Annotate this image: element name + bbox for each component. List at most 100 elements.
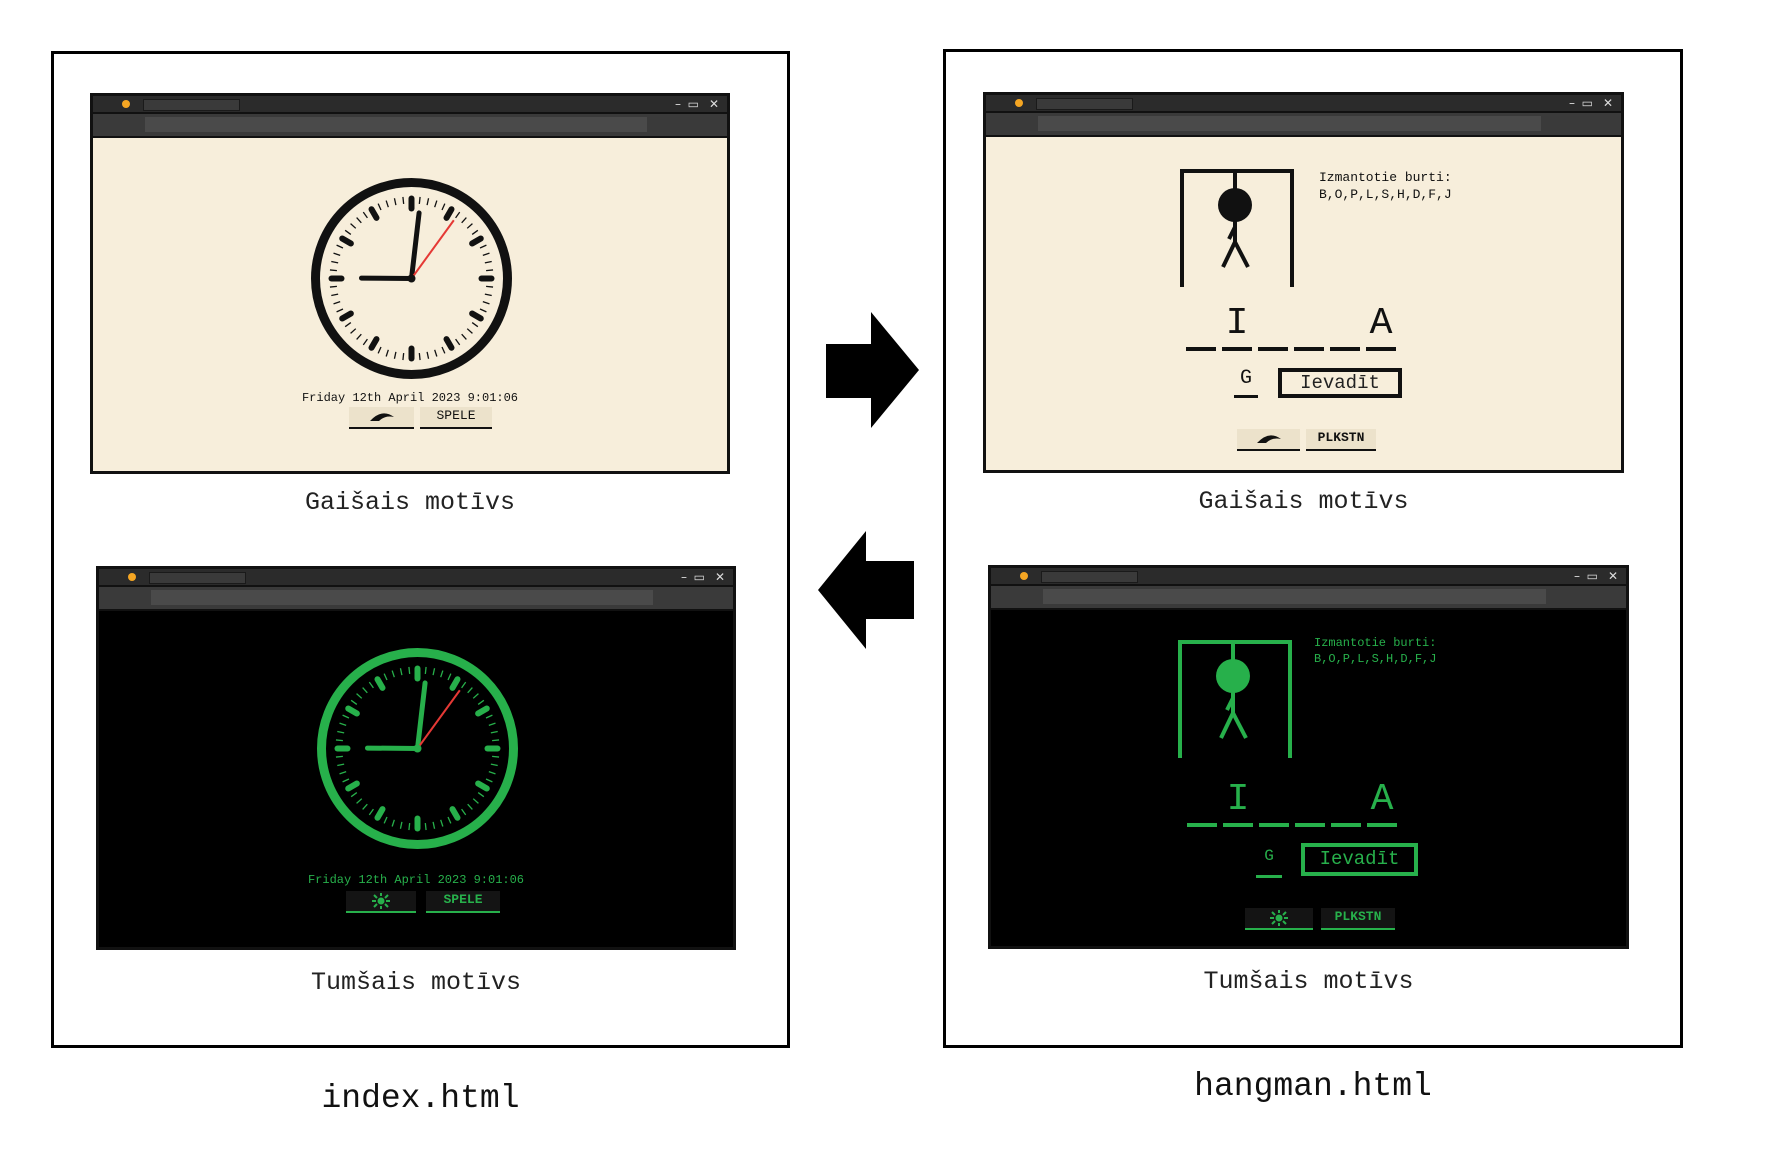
hour-mark — [475, 780, 490, 792]
minute-mark — [466, 223, 473, 229]
browser-tab[interactable] — [1036, 98, 1133, 110]
url-field[interactable] — [145, 117, 647, 132]
revealed-letter: A — [1369, 302, 1393, 345]
hangman-dark-window: – ▭ ✕ Izmantotie burti: B,O,P,L,S,H,D,F,… — [988, 565, 1629, 949]
clock-button[interactable]: PLKSTN — [1306, 429, 1376, 451]
hour-mark — [368, 206, 380, 221]
minute-mark — [350, 223, 357, 229]
revealed-letter: A — [1370, 778, 1394, 821]
hour-mark — [374, 676, 386, 691]
moon-icon — [369, 413, 394, 421]
maximize-icon[interactable]: ▭ — [693, 570, 705, 584]
minute-mark — [486, 285, 494, 288]
submit-button[interactable]: Ievadīt — [1278, 368, 1402, 398]
theme-toggle-button[interactable] — [1237, 429, 1300, 451]
dark-caption: Tumšais motīvs — [1203, 967, 1414, 996]
minute-mark — [385, 200, 389, 208]
theme-toggle-button[interactable] — [349, 407, 414, 429]
minute-mark — [356, 693, 363, 699]
minute-mark — [488, 771, 496, 775]
minute-mark — [356, 798, 363, 804]
minute-mark — [472, 693, 479, 699]
submit-button[interactable]: Ievadīt — [1301, 843, 1418, 876]
url-field[interactable] — [1043, 589, 1546, 604]
hangman-panel: – ▭ ✕ Izmantotie burti: B,O,P,L,S,H,D,F,… — [943, 49, 1683, 1048]
minute-mark — [484, 293, 492, 297]
minute-mark — [391, 670, 395, 678]
address-bar — [99, 587, 733, 611]
used-letters-label: Izmantotie burti: — [1314, 636, 1437, 650]
letter-slot — [1223, 823, 1253, 827]
theme-toggle-button[interactable] — [346, 891, 416, 913]
hangman-light-window: – ▭ ✕ Izmantotie burti: B,O,P,L,S,H,D,F,… — [983, 92, 1624, 473]
minute-mark — [362, 338, 368, 346]
minute-mark — [335, 739, 343, 742]
minute-mark — [337, 730, 345, 734]
light-caption: Gaišais motīvs — [304, 488, 516, 517]
close-icon[interactable]: ✕ — [1607, 569, 1618, 583]
minute-mark — [342, 778, 350, 783]
minute-mark — [492, 755, 500, 758]
analog-clock — [311, 178, 512, 379]
minimize-icon[interactable]: – — [681, 570, 687, 584]
minimize-icon[interactable]: – — [1569, 96, 1575, 110]
datetime-text: Friday 12th April 2023 9:01:06 — [301, 391, 519, 405]
letter-slot — [1187, 823, 1217, 827]
theme-toggle-button[interactable] — [1245, 908, 1313, 930]
minute-mark — [482, 301, 490, 305]
guess-input[interactable]: G — [1256, 847, 1282, 878]
game-button[interactable]: SPELE — [426, 891, 500, 913]
revealed-letter: I — [1226, 778, 1250, 821]
minute-mark — [471, 322, 479, 328]
close-icon[interactable]: ✕ — [708, 97, 719, 111]
minute-mark — [447, 673, 452, 681]
minute-mark — [418, 196, 421, 204]
guess-input[interactable]: G — [1234, 367, 1258, 398]
letter-slot — [1186, 347, 1216, 351]
game-button[interactable]: SPELE — [420, 407, 492, 429]
minute-mark — [472, 798, 479, 804]
minute-mark — [484, 260, 492, 264]
minute-mark — [490, 730, 498, 734]
minimize-icon[interactable]: – — [1574, 569, 1580, 583]
address-bar — [93, 114, 727, 138]
close-icon[interactable]: ✕ — [714, 570, 725, 584]
arrow-right-icon — [826, 312, 919, 428]
page-content: Friday 12th April 2023 9:01:06 SPELE — [99, 611, 733, 947]
clock-center — [407, 274, 416, 283]
maximize-icon[interactable]: ▭ — [1586, 569, 1598, 583]
clock-button[interactable]: PLKSTN — [1321, 908, 1395, 930]
url-field[interactable] — [151, 590, 653, 605]
minute-mark — [333, 301, 341, 305]
page-content: Friday 12th April 2023 9:01:06 SPELE — [93, 138, 727, 471]
minute-mark — [455, 211, 461, 219]
index-light-window: – ▭ ✕ Friday 12th April 2023 9:01:06 SPE… — [90, 93, 730, 474]
browser-tab[interactable] — [1041, 571, 1138, 583]
minute-mark — [402, 196, 405, 204]
revealed-letter: I — [1225, 302, 1249, 345]
hour-mark — [339, 235, 354, 247]
browser-tab[interactable] — [143, 99, 240, 111]
minute-mark — [350, 792, 358, 798]
hour-mark — [345, 780, 360, 792]
arrow-left-icon — [818, 531, 914, 649]
browser-tab[interactable] — [149, 572, 246, 584]
minute-mark — [479, 308, 487, 313]
minute-mark — [362, 803, 368, 810]
letter-slot — [1294, 347, 1324, 351]
letter-slot — [1330, 347, 1360, 351]
minute-mark — [477, 699, 485, 705]
minute-mark — [393, 351, 397, 359]
close-icon[interactable]: ✕ — [1602, 96, 1613, 110]
minute-mark — [329, 285, 337, 288]
url-field[interactable] — [1038, 116, 1541, 131]
minute-mark — [393, 198, 397, 206]
minute-mark — [356, 217, 362, 224]
maximize-icon[interactable]: ▭ — [687, 97, 699, 111]
address-bar — [986, 113, 1621, 137]
maximize-icon[interactable]: ▭ — [1581, 96, 1593, 110]
minimize-icon[interactable]: – — [675, 97, 681, 111]
minute-mark — [362, 211, 368, 219]
window-dot-icon — [128, 573, 136, 581]
